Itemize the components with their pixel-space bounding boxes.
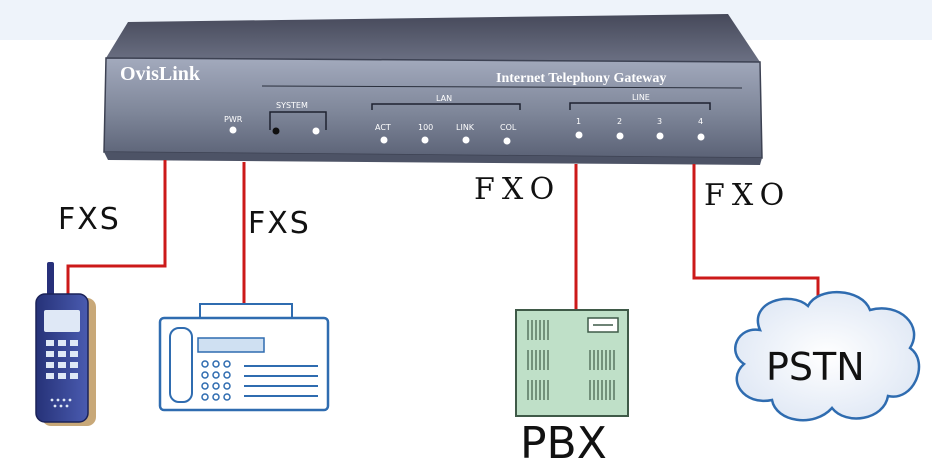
gateway-device: OvisLink Internet Telephony Gateway PWR … <box>103 14 763 165</box>
led-label-100: 100 <box>418 123 433 132</box>
led-system <box>312 127 320 135</box>
phone-keypad <box>46 340 78 379</box>
gateway-top <box>106 14 760 62</box>
fax-buttons <box>244 365 318 397</box>
phone-antenna <box>47 262 54 302</box>
port-label-fxs-1: FXS <box>58 202 121 237</box>
led-label-act: ACT <box>375 123 391 132</box>
fax-machine-icon <box>158 303 330 412</box>
port-label-fxo-2: FXO <box>704 178 792 213</box>
cable-fxs-1 <box>66 160 167 300</box>
mobile-phone-icon <box>35 262 96 426</box>
cloud-shape <box>734 291 921 422</box>
product-name: Internet Telephony Gateway <box>496 71 666 86</box>
system-bracket <box>269 111 327 130</box>
led-link <box>462 136 470 144</box>
led-group-line: LINE <box>632 93 650 102</box>
fax-handset <box>169 327 193 403</box>
cable-fxo-pstn <box>692 164 820 304</box>
pstn-cloud-icon <box>734 291 921 422</box>
lan-bracket <box>371 103 521 110</box>
phone-screen <box>44 310 80 332</box>
led-pwr <box>229 126 237 134</box>
led-label-line-2: 2 <box>617 117 622 126</box>
phone-speaker-grille <box>50 398 72 408</box>
fax-keypad <box>201 360 231 401</box>
led-label-line-1: 1 <box>576 117 581 126</box>
gateway-bottom-edge <box>104 152 762 165</box>
pstn-label: PSTN <box>766 345 865 389</box>
port-label-fxo-1: FXO <box>474 172 562 207</box>
led-label-col: COL <box>500 123 517 132</box>
fax-display <box>197 337 265 353</box>
led-label-line-4: 4 <box>698 117 703 126</box>
led-label-pwr: PWR <box>224 115 243 124</box>
led-100 <box>421 136 429 144</box>
led-label-line-3: 3 <box>657 117 662 126</box>
led-act <box>380 136 388 144</box>
system-reset-dot <box>272 127 280 135</box>
cables <box>66 160 820 312</box>
line-bracket <box>569 102 711 110</box>
led-col <box>503 137 511 145</box>
led-group-lan: LAN <box>436 94 452 103</box>
led-label-system: SYSTEM <box>276 101 308 110</box>
led-line-4 <box>697 133 705 141</box>
title-divider <box>261 85 743 89</box>
led-line-3 <box>656 132 664 140</box>
led-label-link: LINK <box>456 123 475 132</box>
pbx-label: PBX <box>520 418 607 469</box>
led-line-2 <box>616 132 624 140</box>
pbx-cabinet-icon <box>515 309 629 417</box>
port-label-fxs-2: FXS <box>248 206 311 241</box>
brand-logo: OvisLink <box>120 63 201 85</box>
pbx-card-slots <box>527 320 615 400</box>
led-line-1 <box>575 131 583 139</box>
